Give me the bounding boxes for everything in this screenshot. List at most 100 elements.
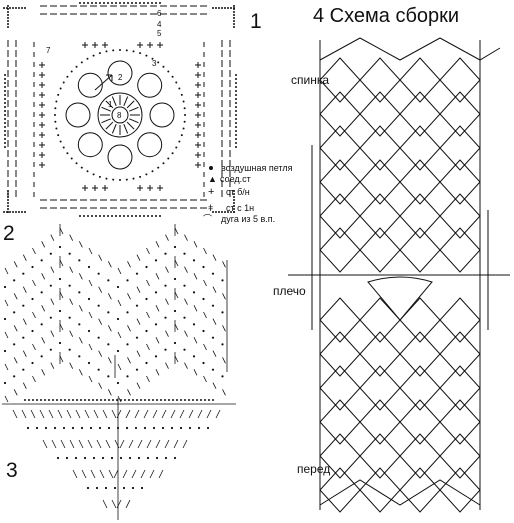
chain-dot — [136, 399, 138, 401]
chain-dot — [13, 375, 16, 378]
chain-dot — [79, 2, 81, 4]
chain-dot — [171, 75, 174, 78]
motif-diamond — [399, 433, 441, 479]
dc-stitch — [117, 331, 122, 339]
chain-dot — [97, 368, 100, 371]
dc-stitch — [193, 305, 198, 312]
chain-dot — [135, 336, 139, 339]
chain-dot — [125, 178, 128, 181]
chain-dot — [7, 17, 9, 19]
chain-dot — [115, 2, 117, 4]
chain-dot — [173, 245, 177, 249]
dc-stitch — [174, 355, 179, 363]
dc-stitch — [59, 355, 64, 363]
chain-dot — [123, 215, 125, 217]
motif-diamond — [319, 159, 361, 205]
dc-stitch — [41, 273, 46, 280]
chain-dot — [164, 284, 167, 287]
chain-dot — [147, 2, 149, 4]
dc-stitch — [203, 247, 207, 255]
chain-dot — [72, 399, 74, 401]
chain-dot — [4, 102, 6, 104]
chain-dot — [151, 2, 153, 4]
motif-diamond — [359, 331, 401, 377]
chain-dot — [172, 399, 174, 401]
chain-dot — [235, 142, 237, 144]
chain-dot — [145, 173, 148, 176]
dc-stitch — [98, 254, 103, 261]
chain-dot — [164, 456, 168, 460]
chain-dot — [143, 2, 145, 4]
chain-dot — [111, 2, 113, 4]
chain-dot — [164, 348, 167, 351]
chain-dot — [173, 341, 177, 345]
round-label-4: 4 — [157, 20, 162, 29]
chain-dot — [15, 211, 17, 213]
chain-dot — [80, 166, 83, 169]
chain-dot — [116, 317, 120, 321]
dc-stitch — [136, 254, 141, 261]
chain-dot — [183, 120, 186, 123]
chain-dot — [7, 196, 9, 198]
chain-dot — [126, 311, 129, 314]
dc-stitch — [155, 241, 160, 248]
chain-dot — [58, 277, 62, 281]
chain-dot — [152, 399, 154, 401]
dc-stitch — [88, 343, 93, 351]
chain-dot — [68, 399, 70, 401]
dc-stitch — [50, 234, 55, 241]
chain-dot — [155, 456, 159, 460]
dc-stitch — [69, 234, 74, 241]
chain-dot — [227, 7, 229, 9]
dc-stitch — [59, 323, 64, 331]
dc-stitch — [99, 469, 105, 479]
motif-diamond — [399, 467, 441, 513]
round-label-6: 6 — [157, 9, 162, 18]
dc-stitch — [105, 100, 114, 109]
dc-stitch — [203, 375, 207, 383]
chain-dot — [13, 279, 16, 282]
dc-stitch — [13, 293, 18, 300]
chain-dot — [58, 309, 62, 313]
dc-stitch — [90, 469, 96, 479]
dc-stitch — [184, 234, 188, 241]
chain-dot — [173, 309, 177, 313]
chain-dot — [9, 211, 11, 213]
dc-stitch — [12, 409, 18, 419]
dc-stitch — [193, 273, 198, 280]
chain-dot — [178, 87, 181, 90]
dc-stitch — [184, 298, 188, 305]
chain-dot — [87, 2, 89, 4]
chain-dot — [161, 426, 165, 430]
chain-dot — [233, 190, 235, 192]
chain-dot — [235, 94, 237, 96]
chain-dot — [175, 146, 178, 149]
chain-dot — [66, 152, 69, 155]
chain-dot — [22, 368, 25, 371]
chain-dot — [230, 7, 232, 9]
motif-diamond — [319, 91, 361, 137]
dc-stitch — [32, 311, 36, 319]
chain-dot — [233, 26, 235, 28]
chain-dot — [22, 336, 25, 339]
dc-stitch — [111, 499, 117, 509]
chain-dot — [75, 162, 78, 165]
chain-dot — [157, 61, 160, 64]
chain-dot — [98, 426, 102, 430]
chain-dot — [183, 107, 186, 110]
chain-dot — [151, 215, 153, 217]
dc-stitch — [165, 266, 169, 273]
chain-dot — [3, 7, 5, 9]
dc-stitch — [155, 273, 160, 280]
chain-dot — [15, 7, 17, 9]
dc-stitch — [222, 261, 226, 268]
motif-diamond — [319, 399, 361, 445]
chain-dot — [233, 202, 235, 204]
dc-stitch — [107, 293, 112, 300]
chain-dot — [107, 2, 109, 4]
dc-stitch — [30, 409, 36, 419]
motif-diamond — [319, 365, 361, 411]
dc-stitch — [50, 298, 55, 305]
motif-diamond — [359, 125, 401, 171]
chain-dot — [211, 304, 215, 307]
